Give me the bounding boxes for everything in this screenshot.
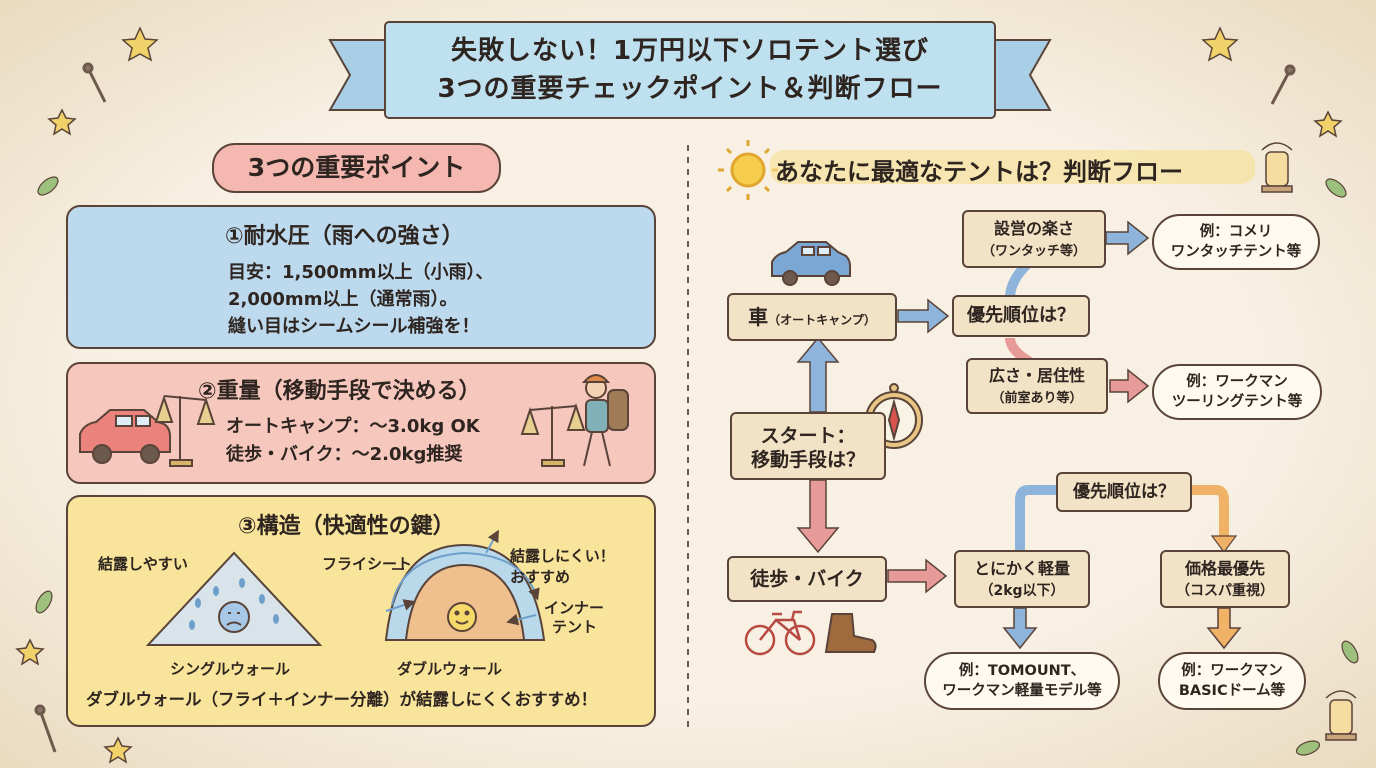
double-wall-note-2: おすすめ <box>510 568 571 586</box>
single-wall-note: 結露しやすい <box>98 555 188 573</box>
card-water-resistance-line1: 目安：1,500mm以上（小雨）、 <box>228 262 494 283</box>
priority-walk-box: 優先順位は？ <box>1056 472 1192 512</box>
price-box: 価格最優先（コスパ重視） <box>1160 550 1290 608</box>
easy-setup-box: 設営の楽さ（ワンタッチ等） <box>962 210 1106 268</box>
card-weight-line2: 徒歩・バイク：～2.0kg推奨 <box>226 444 463 465</box>
spacious-example: 例：ワークマンツーリングテント等 <box>1152 364 1322 420</box>
arrow-easy-to-example <box>1105 220 1150 256</box>
title-banner <box>328 21 1052 119</box>
double-wall-note-1: 結露しにくい！ <box>510 547 615 565</box>
card-structure-title: ③構造（快適性の鍵） <box>238 514 455 539</box>
arrow-start-to-car <box>796 336 840 413</box>
scale-icon <box>520 402 586 467</box>
hiker-icon <box>581 374 629 467</box>
single-wall-label: シングルウォール <box>170 660 291 678</box>
bicycle-icon <box>744 610 816 656</box>
lightweight-box: とにかく軽量（2kg以下） <box>954 550 1090 608</box>
spacious-box: 広さ・居住性（前室あり等） <box>966 358 1108 414</box>
flow-heading: あなたに最適なテントは？判断フロー <box>775 158 1183 186</box>
structure-footer: ダブルウォール（フライ＋インナー分離）が結露しにくくおすすめ！ <box>86 690 598 709</box>
car-icon <box>771 241 851 286</box>
lightweight-example: 例：TOMOUNT、ワークマン軽量モデル等 <box>924 652 1120 710</box>
car-icon <box>79 409 171 464</box>
single-wall-tent-illustration <box>145 551 323 646</box>
lantern-icon <box>1261 142 1357 741</box>
arrow-car-to-priority <box>897 298 950 334</box>
weight-illustrations <box>79 374 629 467</box>
arrow-priority-to-light <box>1015 485 1060 552</box>
car-box: 車（オートキャンプ） <box>727 293 897 341</box>
start-box: スタート：移動手段は？ <box>730 412 886 480</box>
card-weight-line1: オートキャンプ：～3.0kg OK <box>226 416 480 437</box>
sun-icon <box>718 140 778 200</box>
card-water-resistance-line3: 縫い目はシームシール補強を！ <box>228 316 480 337</box>
arrow-start-to-walk <box>796 479 840 554</box>
easy-setup-example: 例：コメリワンタッチテント等 <box>1152 214 1320 270</box>
double-wall-tent-illustration <box>384 529 546 641</box>
card-water-resistance-line2: 2,000mm以上（通常雨）。 <box>228 289 458 310</box>
inner-tent-label-1: インナー <box>544 599 605 617</box>
arrow-walk-to-light <box>887 558 948 594</box>
arrow-price-to-example <box>1206 607 1242 650</box>
card-water-resistance-title: ①耐水圧（雨への強さ） <box>225 224 464 249</box>
leaf-icon <box>35 176 1359 756</box>
nail-icon <box>34 62 1296 753</box>
walk-box: 徒歩・バイク <box>727 556 887 602</box>
arrow-wide-to-example <box>1109 368 1150 404</box>
page-title-line1: 失敗しない！1万円以下ソロテント選び <box>450 36 930 66</box>
card-water-resistance <box>66 205 656 349</box>
inner-tent-label-2: テント <box>552 618 598 636</box>
structure-diagram <box>145 529 546 646</box>
double-wall-label: ダブルウォール <box>397 660 503 678</box>
arrow-priority-to-price <box>1186 485 1229 538</box>
card-structure <box>66 495 656 727</box>
page-title-line2: 3つの重要チェックポイント＆判断フロー <box>437 74 943 104</box>
scale-icon <box>154 394 216 467</box>
star-icon <box>15 26 1343 764</box>
priority-car-box: 優先順位は？ <box>952 295 1090 337</box>
card-weight-title: ②重量（移動手段で決める） <box>198 379 481 404</box>
boot-icon <box>824 613 877 653</box>
fly-sheet-label: フライシート <box>322 555 413 573</box>
arrow-light-to-example <box>1002 607 1038 650</box>
points-heading: 3つの重要ポイント <box>212 143 501 193</box>
